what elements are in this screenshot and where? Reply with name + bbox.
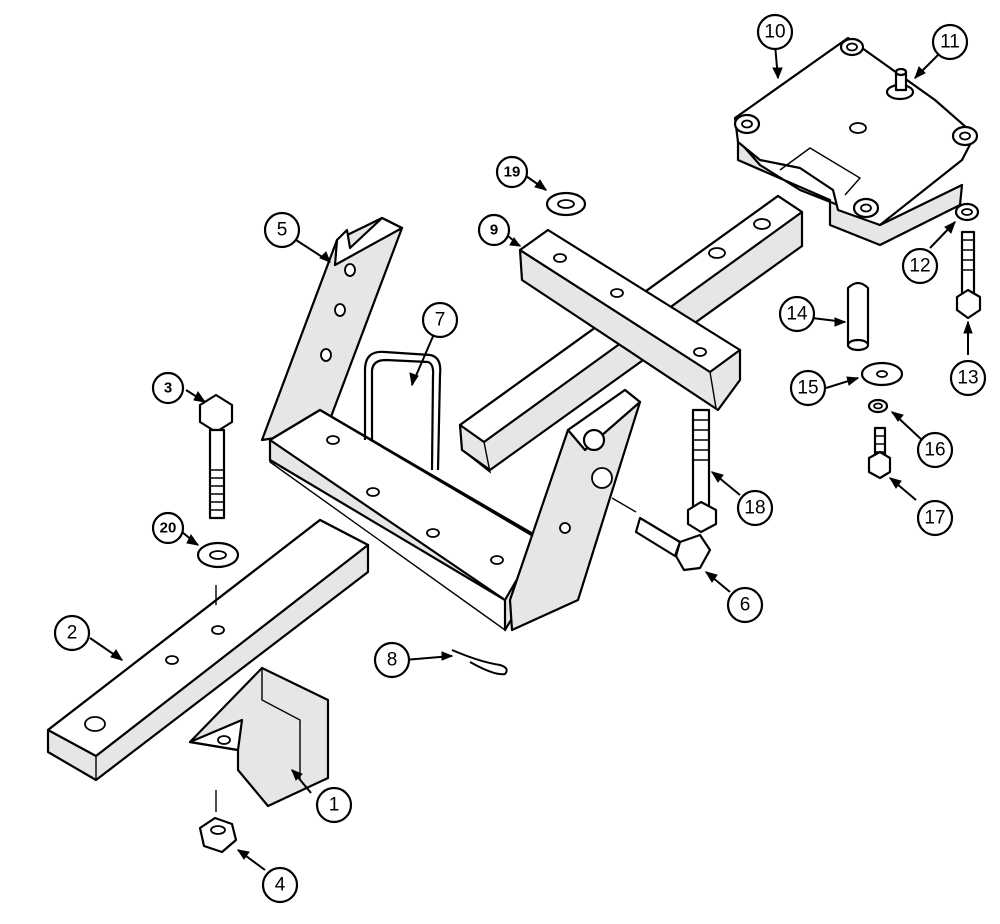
part-mounting-plate (733, 36, 979, 247)
part-bolt-6 (634, 516, 712, 572)
part-bolt-13 (955, 230, 982, 320)
callout-17: 17 (916, 499, 954, 537)
callout-13: 13 (949, 359, 987, 397)
svg-text:14: 14 (786, 304, 808, 325)
callout-9: 9 (477, 213, 511, 247)
svg-text:18: 18 (744, 498, 765, 519)
callout-5: 5 (263, 211, 301, 249)
part-washer-15 (860, 361, 904, 387)
callout-10: 10 (756, 13, 794, 51)
svg-text:6: 6 (740, 595, 751, 616)
callout-3: 3 (151, 371, 185, 405)
svg-text:8: 8 (387, 650, 398, 671)
part-lock-washer-16 (867, 398, 889, 414)
callout-12: 12 (901, 247, 939, 285)
part-u-bracket (260, 216, 642, 632)
callout-18: 18 (736, 489, 774, 527)
callout-16: 16 (916, 431, 954, 469)
callout-2: 2 (53, 614, 91, 652)
part-nut-4 (198, 816, 238, 854)
svg-text:9: 9 (490, 222, 498, 239)
svg-text:10: 10 (764, 22, 785, 43)
svg-text:11: 11 (940, 32, 960, 53)
callout-4: 4 (261, 866, 299, 904)
svg-text:12: 12 (909, 256, 930, 277)
callout-1: 1 (315, 786, 353, 824)
part-washer-19 (545, 191, 587, 217)
callout-6: 6 (726, 586, 764, 624)
svg-text:20: 20 (160, 520, 177, 537)
part-hair-pin (451, 649, 508, 676)
svg-text:17: 17 (924, 508, 945, 529)
callout-11: 11 (931, 23, 969, 61)
callout-14: 14 (778, 295, 816, 333)
part-washer-12 (954, 202, 980, 222)
svg-text:3: 3 (164, 380, 172, 397)
part-bolt-3 (198, 393, 234, 520)
part-bolt-18 (686, 408, 718, 534)
svg-text:2: 2 (67, 623, 78, 644)
svg-text:4: 4 (275, 875, 286, 896)
svg-text:5: 5 (277, 220, 288, 241)
callout-15: 15 (789, 369, 827, 407)
svg-text:15: 15 (797, 378, 818, 399)
part-washer-20 (196, 541, 240, 569)
alignment-lines (215, 497, 637, 812)
part-drawbar-support (458, 194, 804, 474)
callout-8: 8 (373, 641, 411, 679)
svg-text:7: 7 (435, 310, 446, 331)
svg-text:16: 16 (924, 440, 945, 461)
part-bolt-17 (867, 426, 892, 480)
part-pin-14 (846, 281, 870, 352)
leader-lines (89, 44, 973, 871)
part-drawbar (46, 518, 370, 782)
part-u-pin (363, 350, 442, 471)
callout-20: 20 (151, 511, 185, 545)
svg-text:19: 19 (504, 164, 521, 181)
svg-text:1: 1 (329, 795, 340, 816)
callout-7: 7 (421, 301, 459, 339)
svg-text:13: 13 (957, 368, 978, 389)
callout-19: 19 (495, 155, 529, 189)
